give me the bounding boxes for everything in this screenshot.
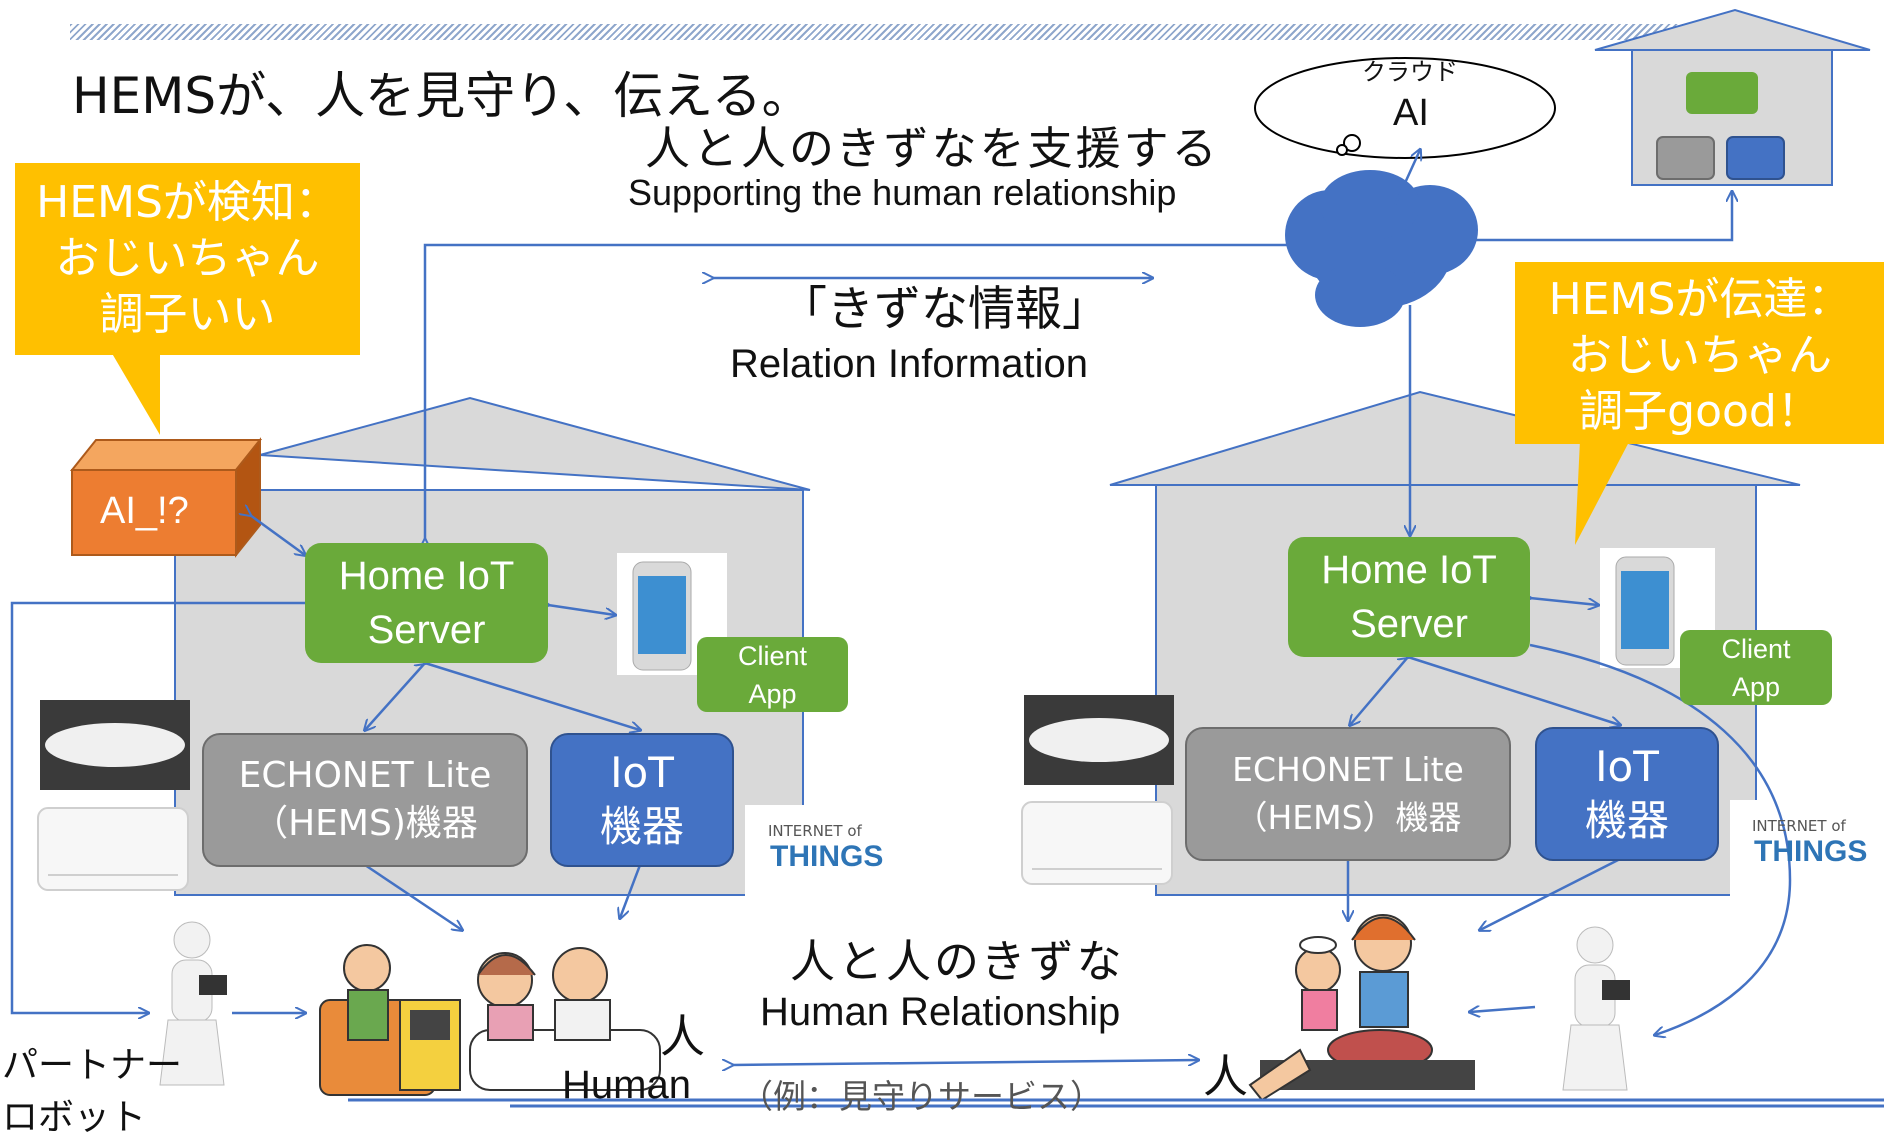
elderly-care-illustration [319, 944, 661, 1096]
partner-robot-right [1562, 926, 1630, 1091]
partner-robot-left [159, 921, 227, 1086]
left-home-iot-server[interactable]: Home IoT Server [305, 543, 548, 663]
human-relationship-jp: 人と人のきずな [790, 935, 1125, 988]
subtitle-en: Supporting the human relationship [628, 172, 1177, 213]
air-conditioner-right [1021, 801, 1173, 885]
ceiling-light-right [1024, 695, 1174, 785]
iot-logo-left-line2: THINGS [770, 840, 884, 873]
iot-logo-left [745, 805, 905, 910]
ceiling-light-left [40, 700, 190, 790]
remote-house-icon [1594, 8, 1871, 186]
right-echonet-devices[interactable]: ECHONET Lite （HEMS）機器 [1185, 727, 1511, 861]
person-label-right: 人 [1203, 1050, 1249, 1103]
ai-cloud-icon [1254, 57, 1556, 159]
right-client-app[interactable]: Client App [1680, 630, 1832, 705]
air-conditioner-left [37, 807, 189, 891]
relation-info-jp: 「きずな情報」 [780, 282, 1109, 337]
ai-cube-label: AI_!? [100, 490, 189, 532]
right-iot-devices[interactable]: IoT 機器 [1535, 727, 1719, 861]
ai-cube-shape [69, 437, 263, 558]
callout-right-tail [1575, 440, 1630, 545]
relation-info-en: Relation Information [730, 342, 1088, 386]
cloud-small-label: クラウド [1362, 58, 1458, 86]
diagram-shapes [10, 8, 1884, 1108]
human-relationship-en: Human Relationship [760, 990, 1121, 1034]
page-title: HEMSが、人を見守り、伝える。 [72, 67, 812, 125]
header-hatch-band [70, 24, 1690, 40]
left-echonet-devices[interactable]: ECHONET Lite （HEMS)機器 [202, 733, 528, 867]
iot-logo-right-line1: INTERNET of [1752, 817, 1846, 835]
cloud-ai-label: AI [1393, 92, 1429, 134]
iot-logo-right [1730, 800, 1884, 905]
human-label: Human [562, 1063, 691, 1107]
callout-right: HEMSが伝達： おじいちゃん 調子good！ [1515, 262, 1884, 444]
connection-arrows [10, 150, 1792, 1065]
network-cloud-icon [1285, 170, 1478, 327]
person-label-left: 人 [660, 1010, 706, 1063]
callout-left-tail [60, 350, 160, 435]
partner-robot-label: パートナー ロボット [2, 1045, 183, 1138]
example-label: （例：見守りサービス） [740, 1077, 1103, 1116]
smartphone-icon-right [1600, 548, 1715, 668]
left-client-app[interactable]: Client App [697, 637, 848, 712]
iot-logo-right-line2: THINGS [1754, 835, 1868, 868]
callout-left: HEMSが検知： おじいちゃん 調子いい [15, 163, 360, 355]
iot-logo-left-line1: INTERNET of [768, 822, 862, 840]
cooking-family-illustration [1248, 914, 1475, 1102]
left-iot-devices[interactable]: IoT 機器 [550, 733, 734, 867]
right-home-iot-server[interactable]: Home IoT Server [1288, 537, 1530, 657]
subtitle-jp: 人と人のきずなを支援する [645, 122, 1220, 175]
